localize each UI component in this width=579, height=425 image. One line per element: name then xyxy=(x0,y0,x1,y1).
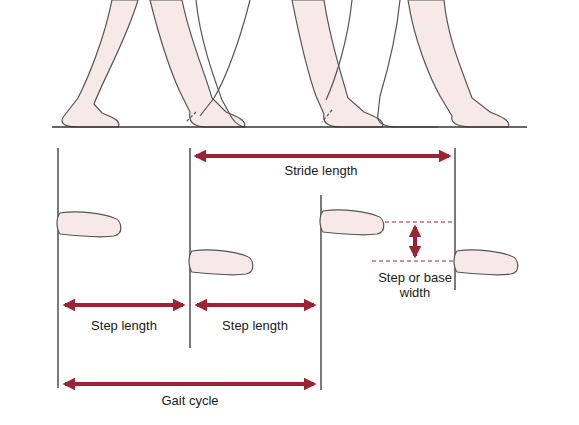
dimension-label: Step or base width xyxy=(373,270,457,300)
measure-label: Step length xyxy=(91,318,157,333)
measure-label: Gait cycle xyxy=(161,393,218,408)
footprints xyxy=(57,210,518,275)
reference-lines xyxy=(58,148,455,390)
measure-label: Step length xyxy=(222,318,288,333)
measure-label: Stride length xyxy=(285,163,358,178)
legs xyxy=(62,0,509,127)
